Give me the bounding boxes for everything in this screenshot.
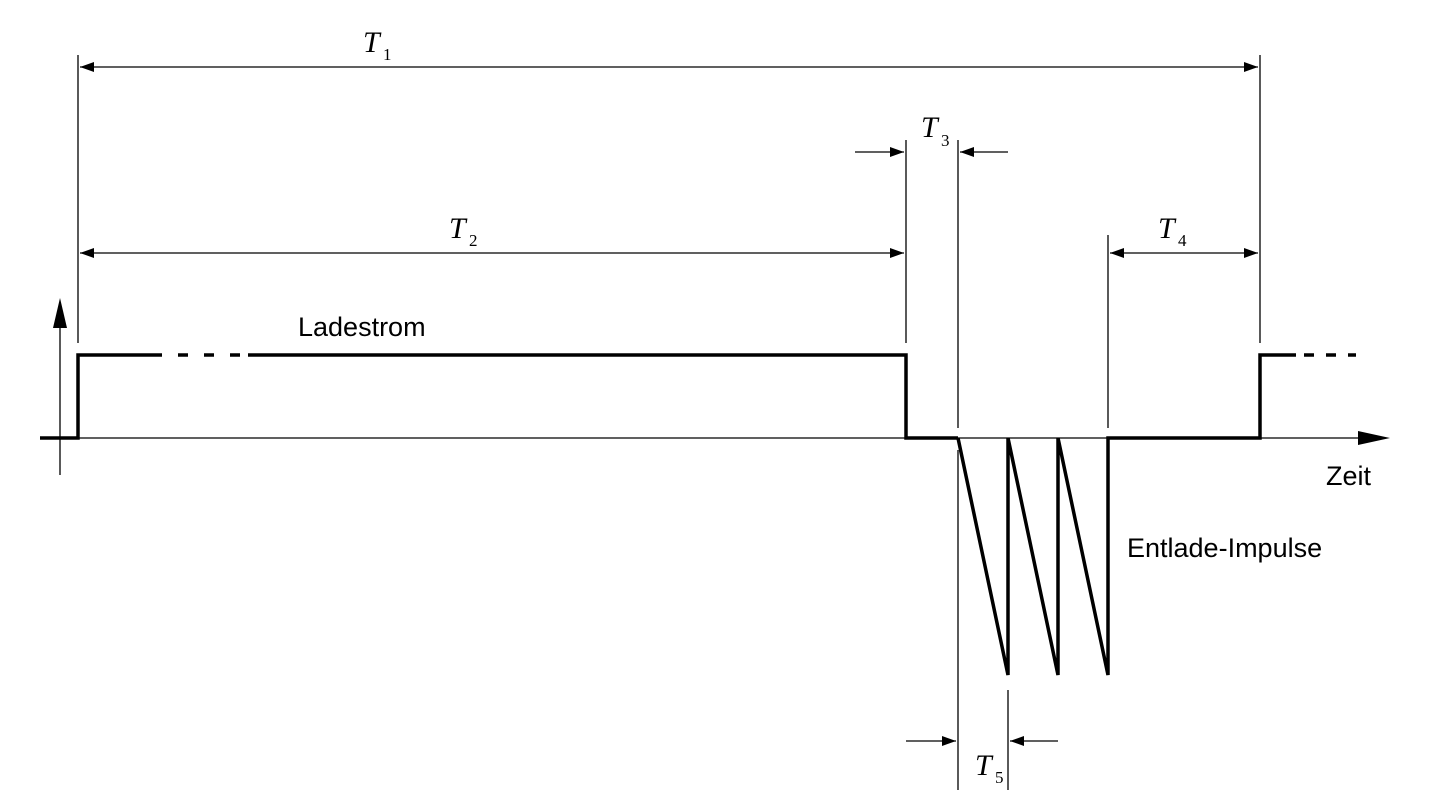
t3-subscript: 3 [941, 131, 950, 150]
time-axis-arrowhead [1358, 431, 1390, 445]
dimension-t3: T 3 [855, 111, 1008, 157]
t4-subscript: 4 [1178, 231, 1187, 250]
charge-current-label: Ladestrom [298, 312, 426, 342]
discharge-pulses-label: Entlade-Impulse [1127, 533, 1322, 563]
current-axis-arrowhead [53, 298, 67, 328]
t5-subscript: 5 [995, 768, 1004, 787]
dimension-t1: T 1 [80, 26, 1258, 72]
t1-label: T [363, 26, 382, 59]
axes [40, 298, 1390, 475]
t3-label: T [921, 111, 940, 144]
dimension-t2: T 2 [80, 212, 904, 258]
t4-label: T [1158, 212, 1177, 245]
charge-pulse-start [40, 353, 162, 440]
charge-pulse-end [248, 353, 958, 440]
dimension-t5: T 5 [906, 736, 1058, 787]
t5-label: T [975, 749, 994, 782]
dimension-t4: T 4 [1110, 212, 1258, 258]
t2-subscript: 2 [469, 231, 478, 250]
current-waveform [40, 353, 1356, 676]
t2-label: T [449, 212, 468, 245]
time-axis-label: Zeit [1326, 461, 1372, 491]
t1-subscript: 1 [383, 45, 392, 64]
extension-lines [77, 55, 1261, 790]
discharge-pulse-train [956, 353, 1296, 676]
